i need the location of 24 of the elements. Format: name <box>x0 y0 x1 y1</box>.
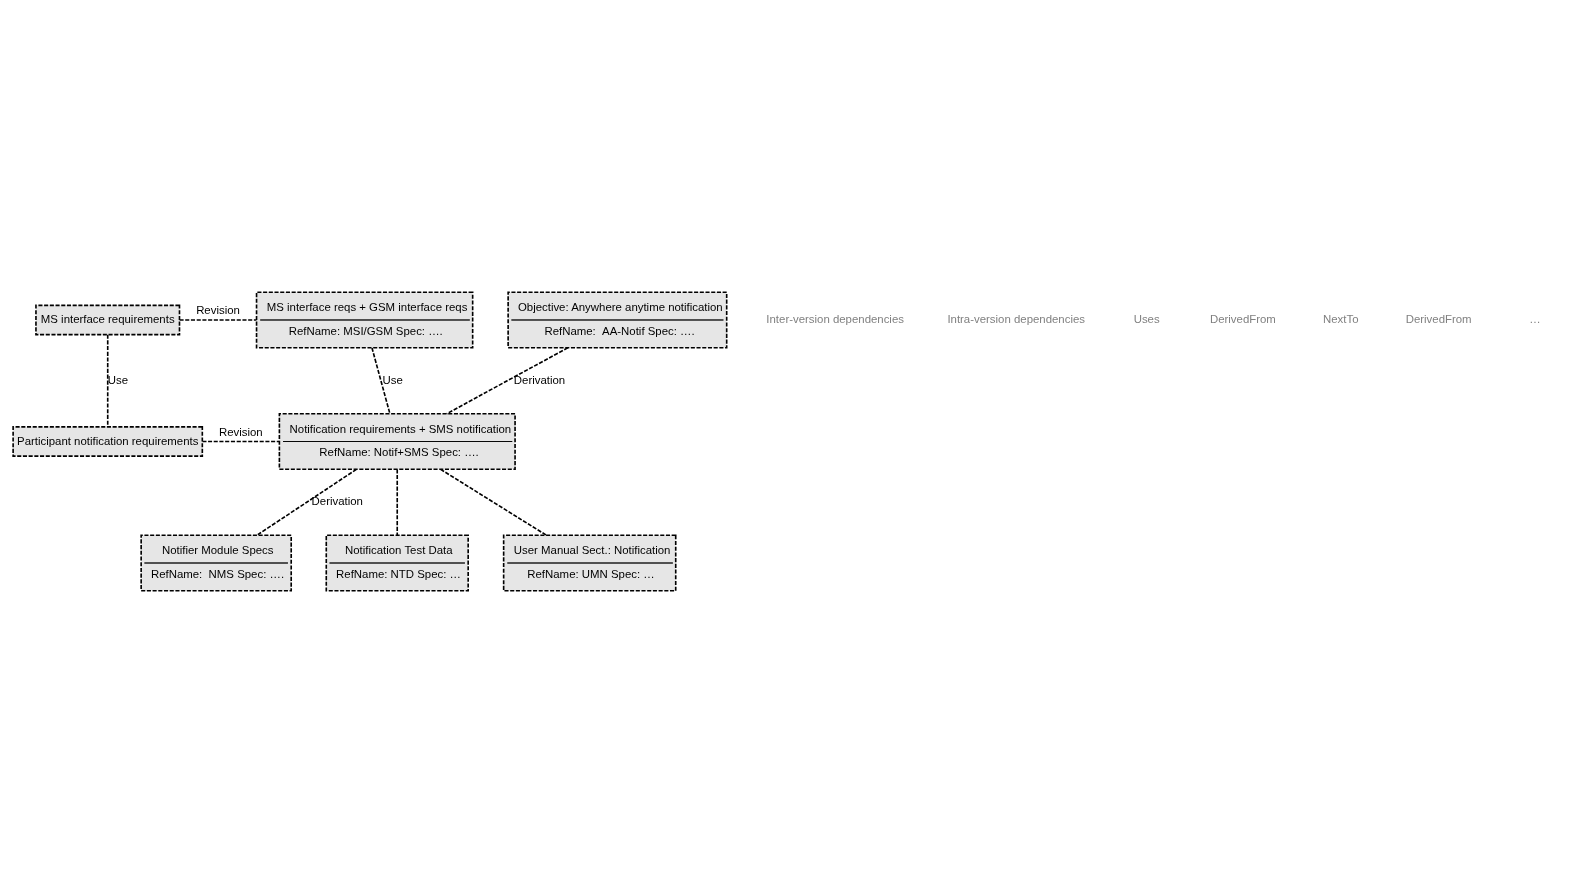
connector <box>439 468 548 536</box>
label: NextTo <box>1323 312 1359 325</box>
label: Intra-version dependencies <box>947 312 1085 325</box>
edge-label: Derivation <box>311 494 363 507</box>
node-box: Notifier Module Specs RefName: NMS Spec: …. <box>140 533 293 592</box>
label: DerivedFrom <box>1209 312 1276 325</box>
connector <box>178 318 258 321</box>
connector <box>106 333 109 428</box>
label: Uses <box>1133 312 1160 325</box>
node-box: MS interface requirements <box>35 304 181 335</box>
label: DerivedFrom <box>1405 312 1472 325</box>
label: … <box>1529 312 1541 325</box>
node-box: Objective: Anywhere anytime notification RefName: AA-Notif Spec: …. <box>507 290 728 349</box>
edge-label: Revision <box>218 425 263 438</box>
node-box: Participant notification requirements <box>12 425 204 457</box>
label: Inter-version dependencies <box>766 312 904 325</box>
connector <box>396 468 399 536</box>
edge-label: Use <box>107 373 129 386</box>
edge-label: Derivation <box>513 373 566 386</box>
connector <box>371 346 391 414</box>
edge-label: Revision <box>196 303 240 316</box>
edge-label: Use <box>382 373 403 386</box>
connector <box>201 440 280 442</box>
connector <box>256 468 358 536</box>
